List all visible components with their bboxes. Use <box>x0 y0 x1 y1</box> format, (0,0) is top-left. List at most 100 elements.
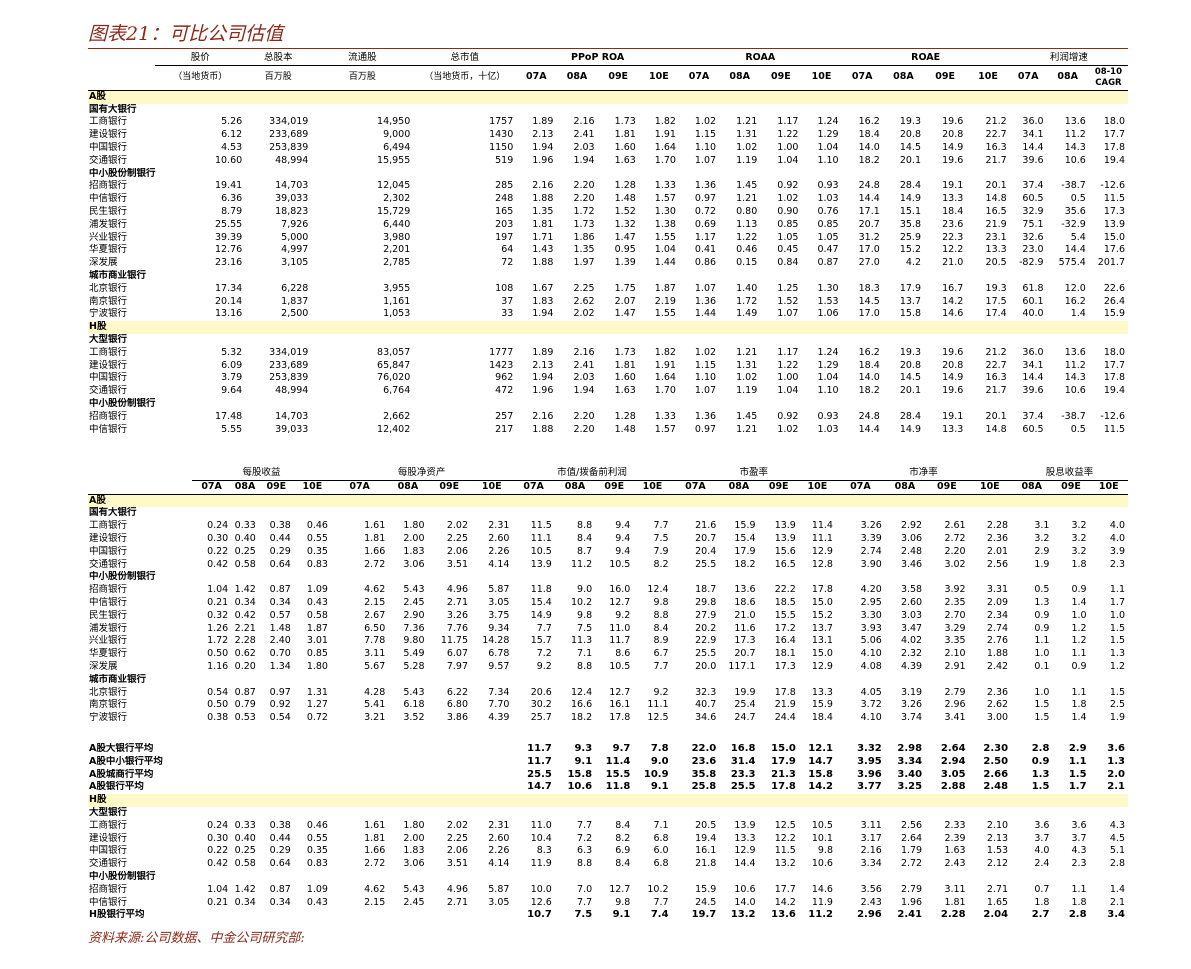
cell-value: 108 <box>495 282 514 294</box>
cell-value: 1.04 <box>777 385 799 397</box>
cell-value: 2.20 <box>573 423 595 435</box>
cell-value: 2.43 <box>860 896 882 908</box>
cell-value: 0.20 <box>234 660 256 672</box>
cell-value: 1.4 <box>1109 883 1125 895</box>
average-value: 21.3 <box>771 768 796 780</box>
market-section: A股 <box>88 90 1128 104</box>
average-value: 13.6 <box>771 909 796 921</box>
year-header: 07A <box>678 65 720 91</box>
cell-value: 0.43 <box>306 596 328 608</box>
cell-value: 6.0 <box>653 845 669 857</box>
cell-value: 1.07 <box>694 282 717 294</box>
cell-value: 1.61 <box>364 520 386 532</box>
bank-name: 工商银行 <box>89 116 128 128</box>
cell-value: 4.28 <box>364 686 386 698</box>
cell-value: 1.3 <box>1109 648 1125 660</box>
cell-value: 3.51 <box>446 858 469 870</box>
cell-value: 1.39 <box>614 257 636 269</box>
cell-value: 20.1 <box>899 385 921 397</box>
cell-value: 1.8 <box>1071 558 1087 570</box>
cell-value: 14.2 <box>942 295 964 307</box>
cell-value: 2.26 <box>488 845 510 857</box>
cell-value: 7.36 <box>403 622 425 634</box>
col-pe: 市盈率 <box>671 467 836 481</box>
year-header: 08A <box>556 65 598 91</box>
bank-group: 中小股份制银行 <box>88 168 1128 181</box>
group-label: 中小股份制银行 <box>89 571 156 583</box>
cell-value: 28.4 <box>899 410 921 422</box>
cell-value: 3.52 <box>403 712 425 724</box>
bank-name: 深发展 <box>89 257 118 269</box>
cell-value: 15.1 <box>899 205 921 217</box>
cell-value: 1.80 <box>403 819 425 831</box>
cell-value: 0.57 <box>269 609 291 621</box>
cell-value: 1.09 <box>306 883 328 895</box>
group-label: 国有大银行 <box>89 507 137 519</box>
year-header: 08A <box>882 65 924 91</box>
cell-value: 6.80 <box>446 699 469 711</box>
cell-value: 6.8 <box>653 858 669 870</box>
cell-value: 4.10 <box>860 712 882 724</box>
cell-value: 18.4 <box>811 712 833 724</box>
cell-value: 5.43 <box>403 584 425 596</box>
cell-value: 2.09 <box>986 596 1009 608</box>
cell-value: 0.47 <box>817 244 839 256</box>
cell-value: 13.3 <box>942 423 964 435</box>
group-label: 中小股份制银行 <box>89 870 156 882</box>
cell-value: 1.65 <box>986 896 1009 908</box>
cell-value: -82.9 <box>1018 257 1044 269</box>
cell-value: 1.15 <box>694 359 717 371</box>
cell-value: 2.43 <box>944 858 966 870</box>
cell-value: 1.42 <box>234 883 256 895</box>
cell-value: 15,729 <box>377 205 411 217</box>
average-value: 7.5 <box>574 909 593 921</box>
cell-value: 1.31 <box>736 129 758 141</box>
cell-value: 2.45 <box>403 896 425 908</box>
cell-value: 15.2 <box>811 609 833 621</box>
cell-value: 1.35 <box>573 244 595 256</box>
cell-value: 25.5 <box>695 558 717 570</box>
cell-value: 18.1 <box>774 648 796 660</box>
market-section: A股 <box>88 494 1128 508</box>
cell-value: 1.17 <box>777 346 799 358</box>
cell-value: 1.81 <box>944 896 966 908</box>
year-header: 09E <box>924 65 967 91</box>
col-mcap: 总市值 <box>413 52 517 66</box>
cell-value: 14.6 <box>811 883 833 895</box>
cell-value: 14.8 <box>985 193 1007 205</box>
year-header: 08A <box>554 480 596 495</box>
cell-value: 20.8 <box>942 129 964 141</box>
cell-value: 21.9 <box>985 218 1007 230</box>
cell-value: 11.1 <box>811 532 833 544</box>
average-value: 22.0 <box>691 742 717 754</box>
average-value: 3.95 <box>857 755 882 767</box>
cell-value: 17.8 <box>811 584 833 596</box>
year-header: 07A <box>512 480 555 495</box>
bank-name: 交通银行 <box>89 154 128 166</box>
cell-value: 2.92 <box>900 520 923 532</box>
cell-value: 1.64 <box>654 372 676 384</box>
average-value: 35.8 <box>691 768 717 780</box>
cell-value: 3.26 <box>900 699 923 711</box>
cell-value: 1.2 <box>1071 622 1087 634</box>
cell-value: 6,494 <box>383 141 411 153</box>
group-label: 大型银行 <box>89 333 128 345</box>
cell-value: 1.29 <box>817 129 839 141</box>
cell-value: 0.72 <box>694 205 717 217</box>
cell-value: 20.8 <box>942 359 964 371</box>
col-roae: ROAE <box>841 52 1010 66</box>
average-value: 9.0 <box>650 755 669 767</box>
cell-value: 1.2 <box>1109 660 1125 672</box>
cell-value: 11.2 <box>1064 129 1086 141</box>
cell-value: 1.57 <box>654 193 676 205</box>
cell-value: 1.26 <box>207 622 229 634</box>
year-header: 07A <box>1009 65 1047 91</box>
cell-value: 3.39 <box>860 532 882 544</box>
cell-value: 6.18 <box>403 699 425 711</box>
cell-value: 253,839 <box>269 141 309 153</box>
cell-value: 1.94 <box>532 308 554 320</box>
